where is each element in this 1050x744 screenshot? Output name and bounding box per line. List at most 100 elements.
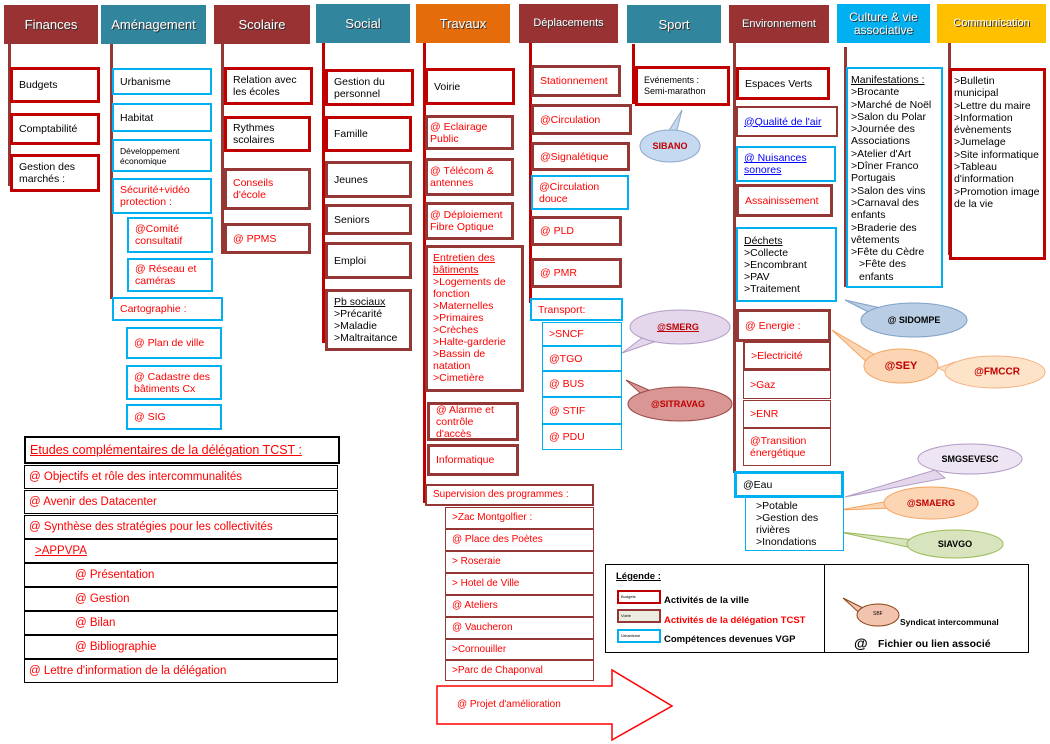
programme-item[interactable]: >Parc de Chaponval	[445, 660, 594, 681]
box-urbanisme[interactable]: Urbanisme	[112, 68, 212, 95]
header-sport: Sport	[627, 5, 721, 43]
etude-row[interactable]: @ Synthèse des stratégies pour les colle…	[24, 515, 338, 539]
syndicat-sidompe[interactable]: @ SIDOMPE	[887, 315, 941, 325]
line-culture	[844, 47, 847, 287]
transport-item[interactable]: >SNCF	[542, 322, 622, 346]
box-dechets[interactable]: Déchets >Collecte >Encombrant >PAV >Trai…	[736, 227, 837, 302]
box-reseau[interactable]: @ Réseau et caméras	[127, 258, 213, 292]
line-deplacements	[529, 43, 532, 303]
box-securite[interactable]: Sécurité+vidéo protection :	[112, 178, 212, 214]
box-voirie[interactable]: Voirie	[425, 68, 515, 105]
programme-item[interactable]: @ Place des Poètes	[445, 529, 594, 551]
programme-item[interactable]: > Hotel de Ville	[445, 573, 594, 595]
box-gestion-marches[interactable]: Gestion des marchés :	[10, 154, 100, 192]
box-telecom[interactable]: @ Télécom & antennes	[425, 158, 514, 196]
eau-item: >Potable	[756, 500, 798, 512]
box-informatique[interactable]: Informatique	[427, 444, 519, 476]
etude-row[interactable]: @ Bibliographie	[24, 635, 338, 659]
box-seniors[interactable]: Seniors	[325, 204, 412, 235]
box-alarme[interactable]: @ Alarme et contrôle d'accès	[427, 402, 519, 441]
etude-row[interactable]: @ Avenir des Datacenter	[24, 490, 338, 514]
syndicat-fmccr[interactable]: @FMCCR	[974, 366, 1020, 378]
box-stationnement[interactable]: Stationnement	[531, 65, 621, 97]
legend-delegation: Activités de la délégation TCST	[664, 615, 806, 626]
dechets-item: >PAV	[744, 270, 770, 283]
syndicat-sitravag[interactable]: @SITRAVAG	[651, 399, 705, 409]
box-supervision[interactable]: Supervision des programmes :	[425, 484, 594, 506]
etude-row[interactable]: @ Présentation	[24, 563, 338, 587]
energie-item[interactable]: >Gaz	[743, 370, 831, 399]
manifestation-item: >Fête des enfants	[859, 258, 906, 283]
box-plan-ville[interactable]: @ Plan de ville	[126, 327, 222, 359]
programme-item[interactable]: >Cornouiller	[445, 639, 594, 660]
box-sig[interactable]: @ SIG	[126, 404, 222, 430]
header-culture: Culture & vie associative	[837, 4, 930, 43]
box-gestion-personnel[interactable]: Gestion du personnel	[325, 69, 414, 106]
box-communication[interactable]: >Bulletin municipal >Lettre du maire >In…	[949, 68, 1046, 260]
box-signaletique[interactable]: @Signalétique	[531, 142, 630, 171]
manifestations-title: Manifestations :	[851, 74, 925, 86]
etude-row[interactable]: @ Gestion	[24, 587, 338, 611]
etudes-title-text: Etudes complémentaires de la délégation …	[30, 443, 302, 457]
box-cadastre[interactable]: @ Cadastre des bâtiments Cx	[126, 365, 222, 400]
box-energie[interactable]: @ Energie :	[736, 309, 831, 342]
pb-item: >Maladie	[334, 320, 377, 332]
box-pb-sociaux[interactable]: Pb sociaux >Précarité >Maladie >Maltrait…	[325, 289, 412, 351]
etude-row[interactable]: @ Objectifs et rôle des intercommunalité…	[24, 465, 338, 489]
transport-item[interactable]: @ STIF	[542, 397, 622, 424]
box-eclairage[interactable]: @ Eclairage Public	[425, 115, 514, 150]
entretien-title: Entretien des bâtiments	[433, 252, 495, 276]
box-eau[interactable]: @Eau	[734, 471, 844, 498]
box-evenements[interactable]: Evénements : Semi-marathon	[635, 66, 730, 106]
box-nuisances[interactable]: @ Nuisances sonores	[736, 146, 836, 182]
box-cartographie[interactable]: Cartographie :	[112, 297, 223, 321]
syndicat-sey[interactable]: @SEY	[884, 360, 918, 372]
projet-amelioration-link[interactable]: @ Projet d'amélioration	[457, 699, 561, 710]
box-comite[interactable]: @Comité consultatif	[127, 217, 213, 253]
box-circulation-douce[interactable]: @Circulation douce	[531, 175, 629, 210]
box-relation-ecoles[interactable]: Relation avec les écoles	[224, 67, 313, 105]
box-famille[interactable]: Famille	[325, 116, 412, 152]
box-pmr[interactable]: @ PMR	[531, 258, 622, 288]
programme-item[interactable]: @ Vaucheron	[445, 617, 594, 639]
bubble-sibano	[639, 129, 701, 163]
entretien-item: >Maternelles	[433, 300, 494, 312]
communication-item: >Information évènements	[954, 111, 1013, 137]
box-jeunes[interactable]: Jeunes	[325, 161, 412, 198]
box-pld[interactable]: @ PLD	[531, 216, 622, 246]
programme-item[interactable]: >Zac Montgolfier :	[445, 507, 594, 529]
etude-row-appvpa[interactable]: >APPVPA	[24, 539, 338, 563]
energie-item[interactable]: @Transition énergétique	[743, 428, 831, 466]
bubble-sidompe	[860, 302, 968, 338]
transport-item[interactable]: @ PDU	[542, 424, 622, 450]
syndicat-smaerg[interactable]: @SMAERG	[906, 498, 956, 508]
energie-item[interactable]: >ENR	[743, 400, 831, 428]
box-circulation[interactable]: @Circulation	[531, 104, 632, 135]
box-developpement[interactable]: Développement économique	[112, 139, 212, 172]
box-conseils[interactable]: Conseils d'école	[224, 168, 311, 210]
box-espaces-verts[interactable]: Espaces Verts	[736, 67, 830, 100]
box-ppms[interactable]: @ PPMS	[224, 223, 311, 254]
box-comptabilite[interactable]: Comptabilité	[10, 113, 100, 145]
syndicat-smerg[interactable]: @SMERG	[657, 322, 699, 332]
etude-row[interactable]: @ Bilan	[24, 611, 338, 635]
box-assainissement[interactable]: Assainissement	[736, 184, 833, 217]
box-rythmes[interactable]: Rythmes scolaires	[224, 116, 311, 152]
transport-item[interactable]: @TGO	[542, 346, 622, 371]
communication-item: >Tableau d'information	[954, 161, 1014, 186]
box-manifestations[interactable]: Manifestations : >Brocante >Marché de No…	[846, 67, 943, 288]
box-habitat[interactable]: Habitat	[112, 103, 212, 132]
box-budgets[interactable]: Budgets	[10, 67, 100, 103]
box-emploi[interactable]: Emploi	[325, 242, 412, 279]
box-transport[interactable]: Transport:	[530, 298, 623, 321]
box-fibre[interactable]: @ Déploiement Fibre Optique	[425, 202, 514, 240]
etude-row[interactable]: @ Lettre d'information de la délégation	[24, 659, 338, 683]
box-entretien[interactable]: Entretien des bâtiments >Logements de fo…	[425, 245, 524, 392]
transport-item[interactable]: @ BUS	[542, 371, 622, 397]
box-eau-items[interactable]: >Potable >Gestion des rivières >Inondati…	[745, 497, 844, 551]
box-qualite-air[interactable]: @Qualité de l'air	[736, 106, 838, 137]
programme-item[interactable]: > Roseraie	[445, 551, 594, 573]
programme-item[interactable]: @ Ateliers	[445, 595, 594, 617]
energie-item[interactable]: >Electricité	[743, 341, 831, 370]
